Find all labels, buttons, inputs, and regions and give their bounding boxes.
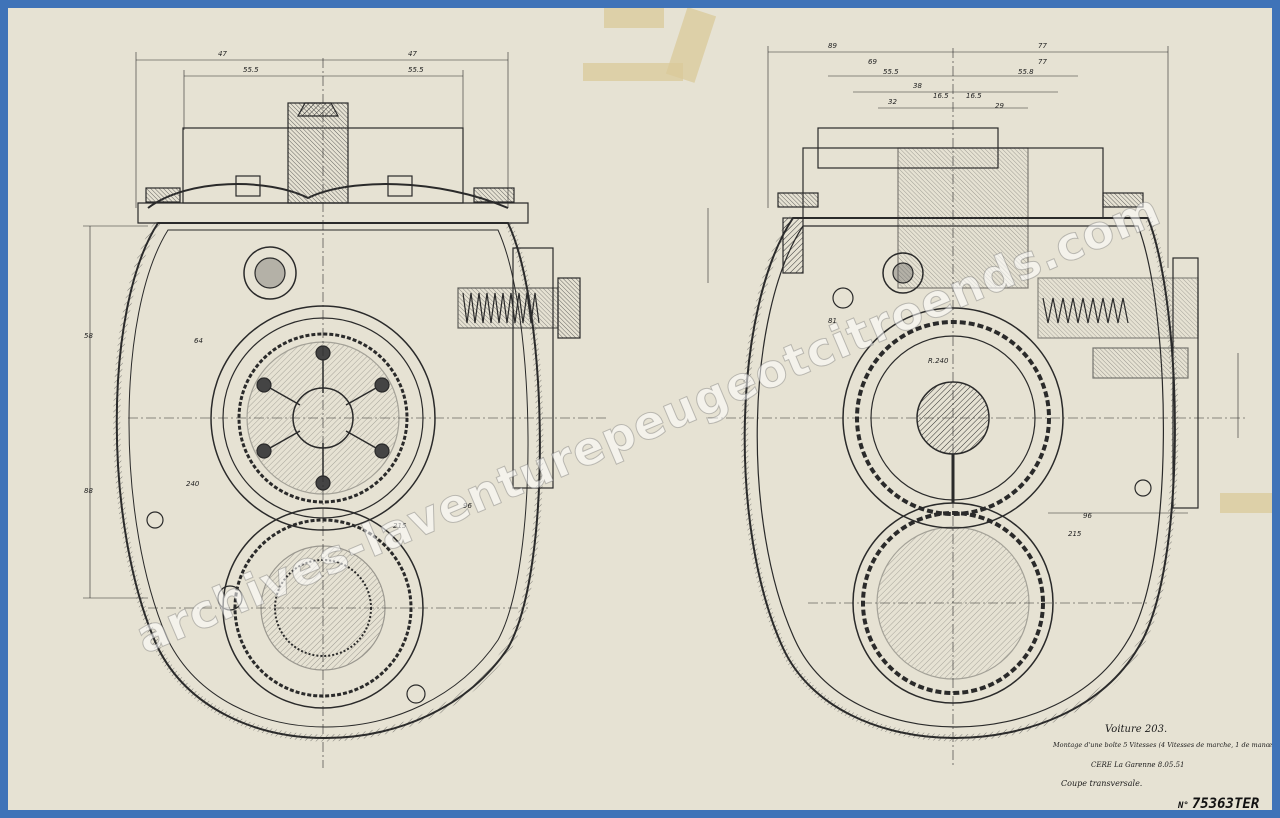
dimension-label: 96 (1083, 512, 1092, 520)
dimension-label: 29 (995, 102, 1004, 110)
technical-drawing: 47 47 55.5 55.5 64 58 88 240 96 215 89 7… (83, 42, 1248, 768)
dimension-label: 215 (1068, 530, 1082, 538)
blueprint-sheet: 47 47 55.5 55.5 64 58 88 240 96 215 89 7… (8, 8, 1272, 810)
dimension-label: 88 (84, 487, 93, 495)
dimension-label: 81 (828, 317, 837, 325)
title-origin-date: CERE La Garenne 8.05.51 (1091, 761, 1185, 769)
right-section-view (707, 46, 1248, 768)
document-number-prefix: N° (1178, 801, 1189, 810)
dimension-label: 69 (868, 58, 877, 66)
dimension-label: R.240 (928, 357, 949, 365)
dimension-label: 47 (218, 50, 227, 58)
dimension-label: 16.5 (933, 92, 949, 100)
document-number-value: 75363TER (1191, 796, 1260, 810)
left-section-view (83, 52, 608, 768)
dimension-label: 55.5 (408, 66, 424, 74)
title-block: Voiture 203. Montage d'une boîte 5 Vites… (1053, 724, 1272, 804)
dimension-label: 16.5 (966, 92, 982, 100)
right-dimension-labels: 89 77 69 77 55.5 55.8 38 32 16.5 16.5 29… (828, 42, 1092, 538)
title-vehicle: Voiture 203. (1105, 724, 1168, 735)
dimension-label: 58 (84, 332, 93, 340)
title-description: Montage d'une boîte 5 Vitesses (4 Vitess… (1053, 741, 1272, 749)
tape-strip (604, 8, 664, 28)
dimension-label: 240 (186, 480, 200, 488)
dimension-label: 77 (1038, 58, 1047, 66)
document-number: N°75363TER (1178, 796, 1259, 810)
dimension-label: 38 (913, 82, 922, 90)
left-dimension-labels: 47 47 55.5 55.5 64 58 88 240 96 215 (84, 50, 472, 530)
dimension-label: 89 (828, 42, 837, 50)
dimension-label: 96 (463, 502, 472, 510)
dimension-label: 55.5 (883, 68, 899, 76)
tape-strip (583, 63, 683, 81)
dimension-label: 55.8 (1018, 68, 1034, 76)
title-view-type: Coupe transversale. (1061, 779, 1143, 788)
dimension-label: 64 (194, 337, 203, 345)
dimension-label: 32 (888, 98, 897, 106)
dimension-label: 215 (393, 522, 407, 530)
tape-strip (1220, 493, 1272, 513)
dimension-label: 77 (1038, 42, 1047, 50)
dimension-label: 55.5 (243, 66, 259, 74)
dimension-label: 47 (408, 50, 417, 58)
